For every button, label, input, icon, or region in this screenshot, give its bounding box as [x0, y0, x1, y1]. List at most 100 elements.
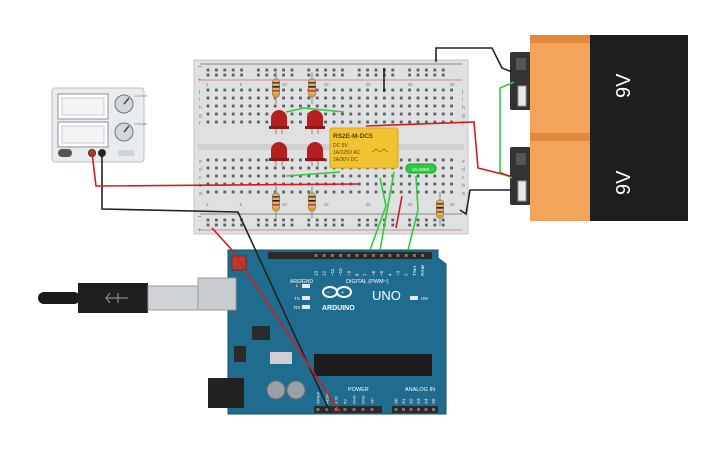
digital-pin-label: 13	[314, 270, 319, 276]
wires	[91, 47, 515, 413]
relay[interactable]: RS2E-M-DC5 DC 5V 1A/125V AC 2A/30V DC	[329, 127, 399, 169]
wire-green-pin-2[interactable]	[407, 175, 419, 251]
wire-red-5v[interactable]	[211, 227, 341, 413]
analog-pin-label: A4	[424, 398, 429, 404]
digital-pin-label: ~10	[338, 268, 343, 276]
arduino-logo-icon: – +	[322, 286, 352, 298]
digital-pin-label: ~9	[346, 270, 351, 276]
on-led	[410, 296, 418, 300]
column-number: 15	[324, 202, 330, 207]
resistor-1[interactable]	[272, 72, 280, 104]
row-letter: f	[199, 121, 201, 127]
column-number: 30	[450, 82, 456, 87]
relay-model: RS2E-M-DC5	[333, 133, 373, 140]
digital-pin-label: 4	[387, 273, 392, 276]
wire-green-pin-6[interactable]	[379, 171, 395, 251]
power-pin-label: 3.3V	[334, 395, 339, 404]
ps-label-current: Current	[134, 93, 148, 98]
led-red-3[interactable]	[269, 142, 289, 166]
wire-black-supply[interactable]	[101, 153, 331, 413]
analog-pin-label: A3	[416, 398, 421, 404]
column-number: 5	[240, 82, 243, 87]
battery-1-voltage: 9V	[613, 73, 635, 98]
row-letter: f	[462, 121, 464, 127]
row-letter: d	[462, 167, 465, 173]
on-label: ON	[421, 296, 428, 301]
usb-port	[197, 277, 237, 311]
row-letter: g	[199, 113, 202, 119]
wire-black-battery[interactable]	[435, 47, 513, 73]
usb-cable[interactable]	[38, 283, 199, 313]
digital-pin-label: 7	[363, 273, 368, 276]
digital-label: DIGITAL (PWM~)	[346, 279, 389, 285]
wire-green-pin-7[interactable]	[369, 177, 387, 251]
power-pin-label: Vin	[370, 398, 375, 404]
led-red-2[interactable]	[305, 110, 325, 134]
digital-pin-label: 12	[322, 270, 327, 276]
wire-black-battery-2[interactable]	[459, 189, 512, 216]
digital-pin-label: ~5	[379, 270, 384, 276]
row-letter: a	[199, 191, 202, 197]
wire-green-jumper-bottom[interactable]	[285, 171, 341, 177]
digital-pin-label: RX◂0	[420, 264, 425, 276]
svg-text:–: –	[198, 64, 202, 70]
row-letter: c	[199, 175, 202, 181]
resistor-4[interactable]	[308, 186, 316, 218]
arduino-brand: ARDUINO	[322, 305, 355, 312]
led-red-1[interactable]	[269, 110, 289, 134]
analog-header	[392, 406, 438, 413]
diode[interactable]: 1N 2000	[405, 163, 437, 174]
column-number: 1	[206, 202, 209, 207]
power-label: POWER	[348, 387, 369, 393]
column-number: 25	[408, 82, 414, 87]
column-number: 10	[282, 82, 288, 87]
led-red-4[interactable]	[305, 142, 325, 166]
leds	[269, 110, 325, 166]
relay-line1: DC 5V	[333, 143, 348, 149]
ps-label-voltage: Voltage	[134, 121, 148, 126]
row-letter: j	[198, 89, 200, 95]
resistor-3[interactable]	[272, 186, 280, 218]
power-pin-label: GND	[361, 395, 366, 404]
battery-2[interactable]: 9V	[510, 133, 688, 221]
analog-pin-label: A0	[394, 398, 399, 404]
svg-text:+: +	[198, 78, 202, 84]
svg-text:+: +	[341, 290, 344, 296]
column-number: 10	[282, 202, 288, 207]
wire-green-jumper-top[interactable]	[285, 107, 345, 113]
column-number: 15	[324, 82, 330, 87]
row-letter: i	[462, 97, 463, 103]
power-pin-label: 5V	[343, 399, 348, 404]
tx-label: TX	[294, 296, 300, 301]
power-pin-label: IOREF	[316, 391, 321, 404]
aref-label: AREF	[290, 279, 303, 285]
analog-label: ANALOG IN	[405, 387, 435, 393]
power-header	[314, 406, 382, 413]
battery-1[interactable]: 9V	[510, 35, 688, 133]
row-letter: h	[462, 105, 465, 111]
svg-text:–: –	[198, 214, 202, 220]
resistor-5[interactable]	[436, 192, 444, 226]
power-pin-label: RESET	[325, 390, 330, 404]
column-number: 1	[206, 82, 209, 87]
wire-red-supply[interactable]	[91, 152, 359, 187]
battery-2-voltage: 9V	[613, 170, 635, 195]
arduino-model: UNO	[372, 288, 401, 303]
column-number: 25	[408, 202, 414, 207]
wire-red-jumper[interactable]	[395, 195, 403, 229]
row-letter: j	[461, 89, 463, 95]
power-supply[interactable]: Current Voltage	[51, 87, 148, 163]
column-number: 5	[240, 202, 243, 207]
column-number: 30	[450, 202, 456, 207]
resistor-2[interactable]	[308, 72, 316, 104]
svg-text:+: +	[198, 228, 202, 234]
wire-red-battery[interactable]	[365, 121, 511, 177]
row-letter: i	[199, 97, 200, 103]
row-letter: b	[462, 183, 465, 189]
power-switch[interactable]	[58, 149, 72, 157]
